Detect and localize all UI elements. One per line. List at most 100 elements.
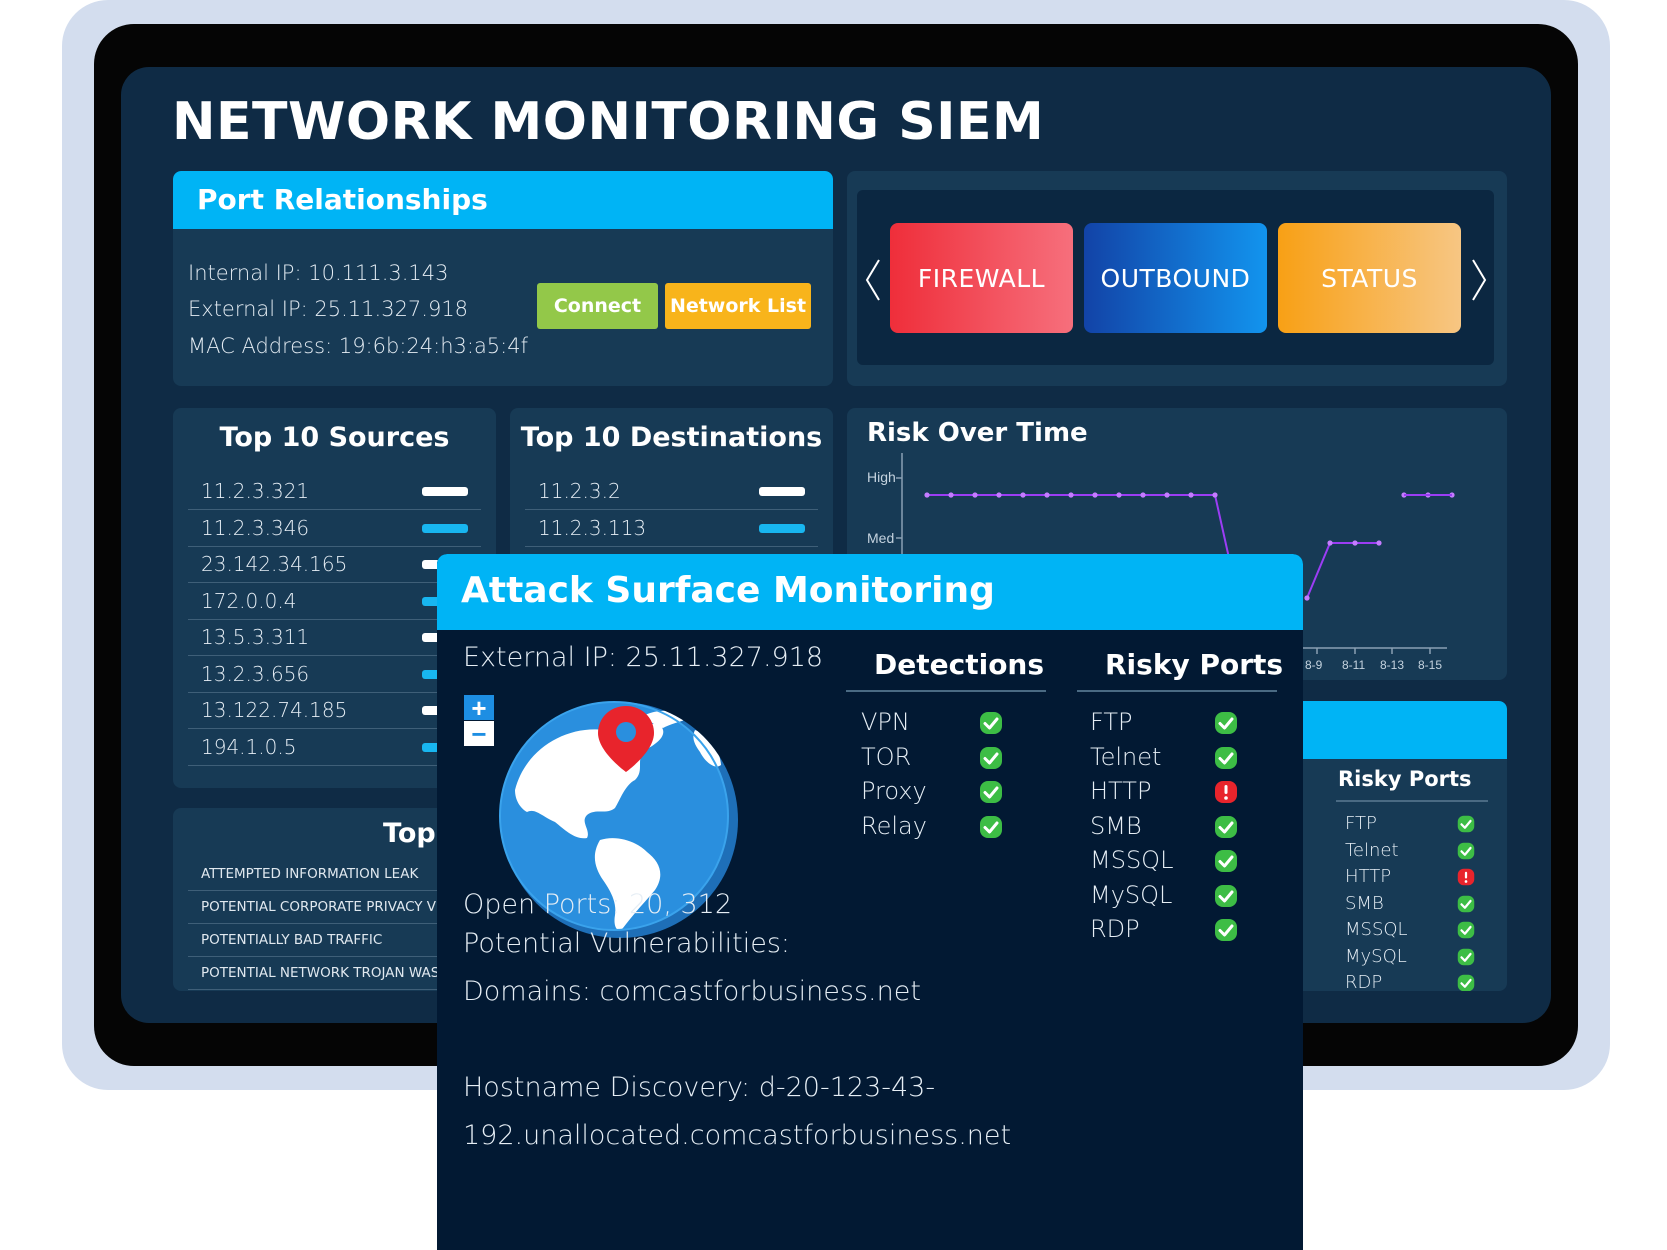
attack-surface-heading: Attack Surface Monitoring [437,554,1303,630]
tab-outbound[interactable]: OUTBOUND [1084,223,1267,333]
mini-port-row: HTTP [1345,866,1475,892]
hostname-discovery-cont: 192.unallocated.comcastforbusiness.net [463,1120,1012,1151]
status-row: VPN [861,708,1003,740]
checkmark-icon [1457,842,1475,859]
tabs-panel: FIREWALL OUTBOUND STATUS [847,171,1507,386]
risk-level-med: Med [867,530,894,546]
port-name: HTTP [1345,866,1392,887]
checkmark-icon [980,712,1002,734]
status-row-label: RDP [1090,915,1140,943]
status-row-label: MySQL [1090,880,1173,909]
port-name: MSSQL [1345,919,1408,940]
alert-item[interactable]: POTENTIAL NETWORK TROJAN WAS D [188,957,568,990]
alert-item[interactable]: ATTEMPTED INFORMATION LEAK [188,858,568,891]
zoom-in-button[interactable]: + [464,695,494,721]
status-row: MSSQL [1090,846,1238,878]
list-item[interactable]: 11.2.3.113 [525,510,818,547]
risk-over-time-title: Risk Over Time [867,418,1088,448]
checkmark-icon [1457,815,1475,833]
list-item-ip: 11.2.3.2 [538,479,621,503]
top-alerts-title: Top [383,818,436,849]
port-name: FTP [1345,813,1377,834]
risk-series-line-2 [1306,542,1379,599]
open-ports: Open Ports: 20, 312 [463,889,733,920]
status-row: Relay [861,812,1003,844]
mini-port-row: MySQL [1345,946,1475,972]
divider [1077,690,1277,692]
status-row-label: MSSQL [1090,846,1174,874]
chevron-left-icon[interactable] [863,258,883,302]
top-sources-title: Top 10 Sources [219,422,450,453]
checkmark-icon [1215,746,1237,769]
mini-port-row: MSSQL [1345,919,1475,945]
checkmark-icon [1457,974,1475,991]
list-item-ip: 11.2.3.346 [201,515,310,540]
attack-surface-card: Attack Surface Monitoring External IP: 2… [437,554,1303,1250]
potential-vulnerabilities: Potential Vulnerabilities: [463,928,790,959]
list-item[interactable]: 11.2.3.2 [525,473,818,510]
mini-port-row: FTP [1345,813,1475,839]
port-relationships-panel: Port Relationships Internal IP: 10.111.3… [173,171,833,386]
checkmark-icon [1457,948,1475,965]
checkmark-icon [1215,919,1237,941]
risk-x-tick: 8-9 [1305,658,1323,672]
mini-risky-ports-header [1280,701,1507,759]
status-row-label: Proxy [861,777,927,805]
port-name: RDP [1345,972,1383,991]
list-item-ip: 13.122.74.185 [201,698,348,722]
port-name: SMB [1345,892,1384,914]
list-item[interactable]: 13.122.74.185 [188,692,481,729]
detections-title: Detections [874,648,1045,681]
globe-map[interactable] [495,690,745,940]
status-row: Telnet [1090,743,1238,775]
mini-port-row: SMB [1345,893,1475,919]
checkmark-icon [1457,921,1475,939]
status-row-label: HTTP [1090,777,1152,805]
connect-button[interactable]: Connect [537,283,658,329]
domains: Domains: comcastforbusiness.net [463,976,921,1007]
list-item[interactable]: 11.2.3.321 [188,473,481,510]
list-item[interactable]: 11.2.3.346 [188,510,481,547]
internal-ip: Internal IP: 10.111.3.143 [188,261,449,285]
port-name: Telnet [1345,839,1399,861]
status-row-label: SMB [1090,811,1142,840]
status-row-label: FTP [1090,708,1133,736]
mini-port-row: Telnet [1345,840,1475,866]
divider [1336,800,1488,802]
list-item-bar [422,487,468,496]
status-row-label: Relay [861,811,927,840]
checkmark-icon [1457,895,1475,912]
risk-x-tick: 8-13 [1380,658,1404,672]
checkmark-icon [1215,815,1237,838]
risk-x-tick: 8-15 [1418,658,1442,672]
network-list-button[interactable]: Network List [665,283,811,329]
checkmark-icon [980,746,1002,769]
checkmark-icon [980,781,1002,803]
checkmark-icon [1215,884,1237,907]
list-item[interactable]: 23.142.34.165 [188,546,481,583]
zoom-out-button[interactable]: − [464,721,494,747]
tab-status[interactable]: STATUS [1278,223,1461,333]
alert-item[interactable]: POTENTIALLY BAD TRAFFIC [188,924,568,957]
attack-external-ip: External IP: 25.11.327.918 [463,642,824,673]
status-row: FTP [1090,708,1238,740]
chevron-right-icon[interactable] [1469,258,1489,302]
top-destinations-title: Top 10 Destinations [520,422,823,453]
status-row: RDP [1090,915,1238,947]
hostname-discovery: Hostname Discovery: d-20-123-43- [463,1072,936,1103]
status-row: SMB [1090,812,1238,844]
map-pin-icon[interactable] [598,706,654,772]
list-item-ip: 23.142.34.165 [201,552,348,576]
page-title: NETWORK MONITORING SIEM [172,92,1045,152]
external-ip: External IP: 25.11.327.918 [188,297,469,321]
tab-firewall[interactable]: FIREWALL [890,223,1073,333]
port-name: MySQL [1345,945,1407,967]
risk-level-high: High [867,469,896,485]
status-row-label: VPN [861,708,910,736]
list-item-bar [422,523,468,533]
risk-x-tick: 8-11 [1342,658,1365,672]
alert-item[interactable]: POTENTIAL CORPORATE PRIVACY VIO [188,891,568,924]
list-item-ip: 13.2.3.656 [201,661,310,686]
tabs-carousel: FIREWALL OUTBOUND STATUS [857,190,1494,365]
